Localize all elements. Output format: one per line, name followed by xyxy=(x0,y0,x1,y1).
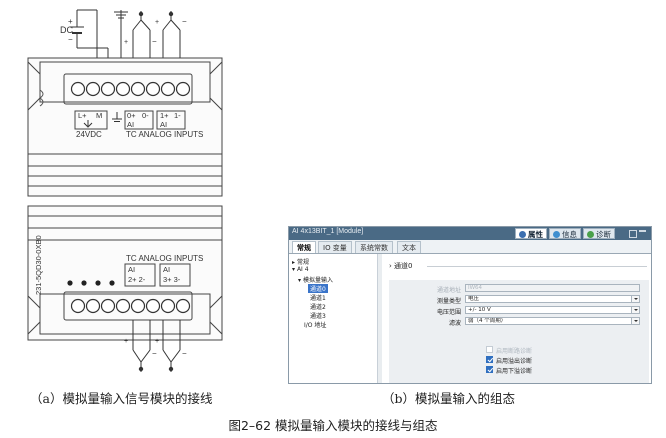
panel-title: AI 4x13BIT_1 [Module] xyxy=(292,228,364,235)
terminal-screw xyxy=(70,81,86,97)
diagnostics-icon xyxy=(587,231,594,238)
terminal-screw xyxy=(70,298,86,314)
terminal-ch2-label: 2+ 2- xyxy=(128,275,146,284)
terminal-screw xyxy=(175,298,191,314)
wiring-diagram: DC + − + − + − L+ M 0+ 0- AI 1+ 1- AI 24… xyxy=(27,9,223,372)
terminal-m-label: M xyxy=(96,111,102,120)
section-header[interactable]: › 通道0 xyxy=(389,261,413,271)
inspector-tab-properties[interactable]: 属性 xyxy=(515,228,547,239)
terminal-0plus-label: 0+ xyxy=(127,111,136,120)
minimize-icon[interactable] xyxy=(639,230,646,236)
caption-b: （b）模拟量输入的组态 xyxy=(382,391,516,406)
terminal-lplus-label: L+ xyxy=(78,111,87,120)
tree-item-io-address[interactable]: I/O 地址 xyxy=(304,322,327,329)
measurement-type-label: 测量类型 xyxy=(436,298,461,305)
section-divider xyxy=(427,266,647,267)
dc-minus-label: − xyxy=(68,35,73,44)
terminal-ai0-label: AI xyxy=(127,120,134,129)
filter-label: 滤波 xyxy=(448,320,461,327)
terminal-0minus-label: 0- xyxy=(142,111,149,120)
dc-label: DC xyxy=(60,25,73,35)
tc1-minus-label: − xyxy=(182,17,187,26)
filter-select[interactable]: 弱（4 个周期） xyxy=(465,317,640,325)
part-number: 231-5QD30-0XB0 xyxy=(34,235,43,295)
settings-group: 通道地址 IW64 测量类型 电压 电压范围 +/- 10 V 滤波 弱（4 个… xyxy=(389,280,649,383)
terminal-1minus-label: 1- xyxy=(174,111,181,120)
tree-item-channel-2[interactable]: 通道2 xyxy=(310,304,326,311)
underflow-diagnostics-label: 启用下溢诊断 xyxy=(496,368,533,375)
navigation-tree: ▸ 常规 ▾ AI 4 ▾ 模拟量输入 通道0 通道1 通道2 通道3 I/O … xyxy=(289,254,378,383)
terminal-screw xyxy=(100,81,116,97)
overflow-diagnostics-label: 启用溢出诊断 xyxy=(496,358,533,365)
chevron-down-icon[interactable] xyxy=(631,318,639,324)
terminal-screw xyxy=(160,298,176,314)
tree-item-analog-inputs[interactable]: ▾ 模拟量输入 xyxy=(298,277,333,284)
channel-address-field: IW64 xyxy=(465,284,640,292)
terminal-screw xyxy=(130,298,146,314)
wire-break-diagnostics-checkbox[interactable] xyxy=(486,346,493,353)
tab-io-tags[interactable]: IO 变量 xyxy=(318,241,352,253)
module-properties-panel: AI 4x13BIT_1 [Module] 属性 信息 诊断 常规 IO 变量 … xyxy=(288,226,652,384)
terminal-screw xyxy=(175,81,191,97)
supply-voltage-label: 24VDC xyxy=(76,130,102,139)
terminal-ch3-label: 3+ 3- xyxy=(163,275,181,284)
terminal-screw xyxy=(85,298,101,314)
tree-scrollbar[interactable] xyxy=(378,254,382,383)
tree-item-channel-1[interactable]: 通道1 xyxy=(310,295,326,302)
tc1-plus-label: + xyxy=(155,19,159,26)
overflow-diagnostics-checkbox[interactable] xyxy=(486,356,493,363)
tc-group-label-top: TC ANALOG INPUTS xyxy=(126,130,203,139)
channel-settings: › 通道0 通道地址 IW64 测量类型 电压 电压范围 +/- 10 V 滤波… xyxy=(383,254,651,383)
measurement-type-select[interactable]: 电压 xyxy=(465,295,640,303)
underflow-diagnostics-checkbox[interactable] xyxy=(486,366,493,373)
section-title: 通道0 xyxy=(394,262,413,270)
tree-item-general[interactable]: ▸ 常规 xyxy=(292,259,309,266)
terminal-screw xyxy=(160,81,176,97)
tab-general[interactable]: 常规 xyxy=(292,241,316,253)
caption-a: （a）模拟量输入信号模块的接线 xyxy=(30,391,213,406)
terminal-screw xyxy=(85,81,101,97)
inspector-tab-diagnostics[interactable]: 诊断 xyxy=(583,228,615,239)
tc3-minus-label: − xyxy=(182,349,187,358)
terminal-ai1-label: AI xyxy=(160,120,167,129)
tc2-plus-label: + xyxy=(124,338,128,345)
tree-marker: ▸ xyxy=(292,259,296,266)
terminal-screw xyxy=(145,81,161,97)
terminal-screw xyxy=(130,81,146,97)
properties-icon xyxy=(519,231,526,238)
inspector-tab-info[interactable]: 信息 xyxy=(549,228,581,239)
restore-icon[interactable] xyxy=(629,230,637,238)
tree-item-ai4[interactable]: ▾ AI 4 xyxy=(292,266,309,273)
voltage-range-select[interactable]: +/- 10 V xyxy=(465,306,640,314)
terminal-ai2-label: AI xyxy=(128,265,135,274)
tree-marker: ▾ xyxy=(292,266,296,273)
terminal-screw xyxy=(100,298,116,314)
tree-marker: ▾ xyxy=(298,277,302,284)
terminal-screw xyxy=(115,81,131,97)
property-tabs: 常规 IO 变量 系统常数 文本 xyxy=(289,240,651,254)
tc2-minus-label: − xyxy=(152,349,157,358)
terminal-screw xyxy=(145,298,161,314)
voltage-range-label: 电压范围 xyxy=(436,309,461,316)
tc3-plus-label: + xyxy=(155,338,159,345)
tab-texts[interactable]: 文本 xyxy=(397,241,421,253)
tc-group-label-bottom: TC ANALOG INPUTS xyxy=(126,254,203,263)
tree-item-channel-0[interactable]: 通道0 xyxy=(308,284,328,293)
wire-break-diagnostics-label: 启用断路诊断 xyxy=(496,348,533,355)
chevron-down-icon[interactable] xyxy=(631,296,639,302)
section-marker: › xyxy=(389,262,392,270)
figure-caption: 图2–62 模拟量输入模块的接线与组态 xyxy=(228,418,438,433)
terminal-screw xyxy=(115,298,131,314)
terminal-1plus-label: 1+ xyxy=(160,111,169,120)
tab-system-constants[interactable]: 系统常数 xyxy=(355,241,393,253)
terminal-ai3-label: AI xyxy=(163,265,170,274)
channel-address-label: 通道地址 xyxy=(436,287,461,294)
tc0-plus-label: + xyxy=(124,39,128,46)
info-icon xyxy=(553,231,560,238)
dc-plus-label: + xyxy=(68,17,73,26)
panel-titlebar: AI 4x13BIT_1 [Module] 属性 信息 诊断 xyxy=(289,227,651,240)
chevron-down-icon[interactable] xyxy=(631,307,639,313)
tree-item-channel-3[interactable]: 通道3 xyxy=(310,313,326,320)
tc0-minus-label: − xyxy=(152,37,157,46)
